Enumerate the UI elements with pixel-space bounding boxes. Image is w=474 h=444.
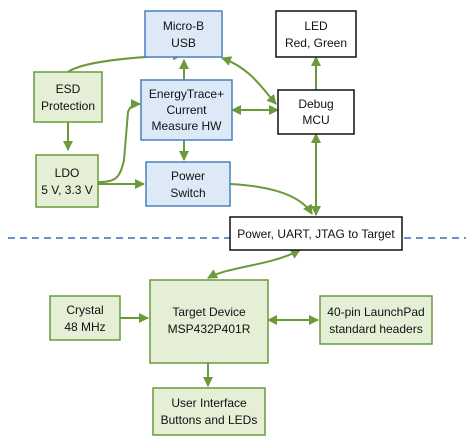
node-led: LED Red, Green [275,10,357,58]
node-power-switch-line1: Power [171,169,205,183]
node-usb-line1: Micro-B [163,19,204,33]
node-energytrace-line3: Measure HW [151,119,222,133]
connectors [63,50,321,387]
node-ldo-line1: LDO [55,166,80,180]
node-target-device-line1: Target Device [172,305,246,319]
node-led-line1: LED [304,19,328,33]
node-usb: Micro-B USB [144,10,223,58]
node-debug-line1: Debug [298,97,333,111]
node-target-device-line2: MSP432P401R [168,322,251,336]
node-target-device: Target Device MSP432P401R [149,279,269,364]
arrow-usb-debug [221,56,277,105]
node-target-bus-line1: Power, UART, JTAG to Target [237,227,395,241]
node-ui-line1: User Interface [171,396,247,410]
arrow-bus-target [207,249,301,279]
arrow-power-to-bus [229,183,313,215]
node-energytrace: EnergyTrace+ Current Measure HW [140,79,233,141]
node-crystal-line1: Crystal [66,303,103,317]
node-debug: Debug MCU [277,89,355,135]
node-headers-line1: 40-pin LaunchPad [327,305,424,319]
node-power-switch: Power Switch [145,161,231,207]
node-crystal-line2: 48 MHz [64,320,105,334]
arrow-ldo-to-energytrace [97,99,141,183]
node-power-switch-line2: Switch [170,186,205,200]
node-headers: 40-pin LaunchPad standard headers [319,295,433,345]
node-ldo-line2: 5 V, 3.3 V [41,183,93,197]
node-target-bus: Power, UART, JTAG to Target [229,216,403,251]
node-energytrace-line2: Current [166,103,207,117]
node-debug-line2: MCU [302,113,329,127]
node-ui: User Interface Buttons and LEDs [152,387,266,436]
node-energytrace-line1: EnergyTrace+ [149,87,224,101]
node-esd-line1: ESD [56,82,81,96]
node-ui-line2: Buttons and LEDs [161,413,258,427]
node-headers-line2: standard headers [329,322,422,336]
node-usb-line2: USB [171,36,196,50]
node-crystal: Crystal 48 MHz [49,295,121,341]
node-ldo: LDO 5 V, 3.3 V [35,154,99,208]
node-esd: ESD Protection [33,71,103,123]
node-led-line2: Red, Green [285,36,347,50]
node-esd-line2: Protection [41,99,95,113]
